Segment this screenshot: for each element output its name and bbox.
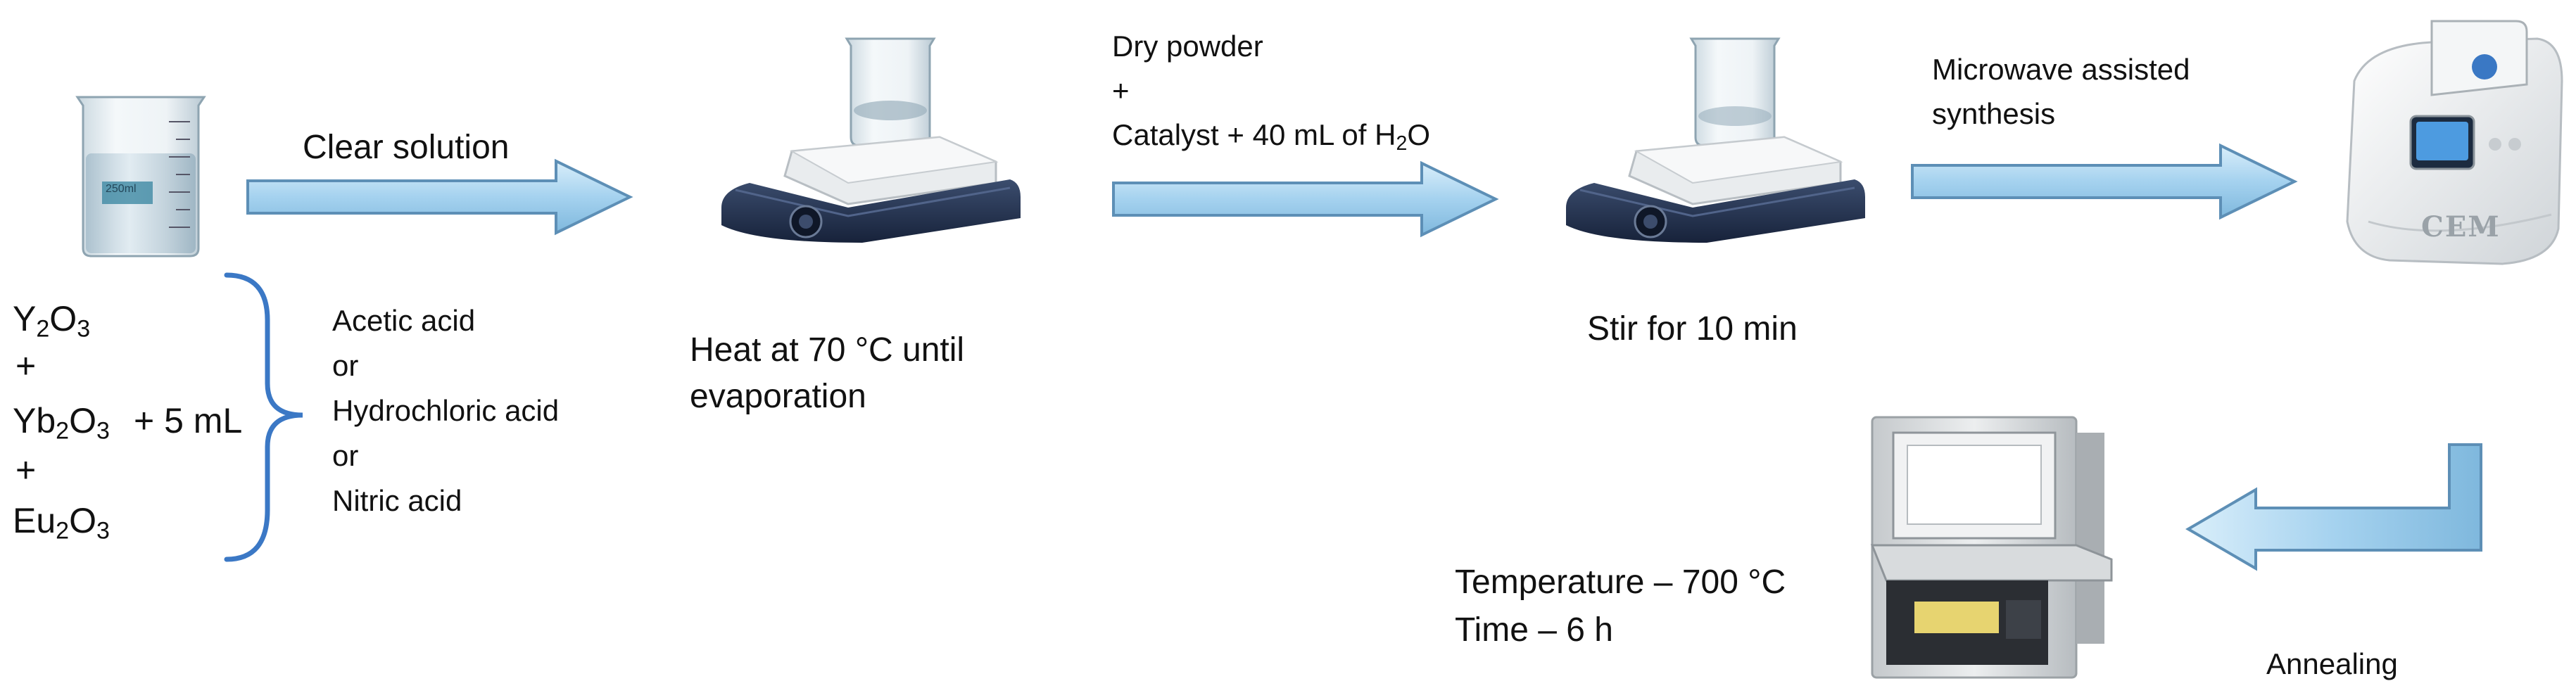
arrow-right-2 — [1112, 160, 1499, 238]
stir-label: Stir for 10 min — [1587, 310, 1798, 348]
reagent-eu2o3: Eu2O3 — [13, 501, 110, 545]
dry-line-1: Dry powder — [1112, 30, 1263, 63]
microwave-line-2: synthesis — [1932, 97, 2056, 130]
reagent-plus-1: + — [15, 346, 37, 386]
arrow-right-3 — [1911, 143, 2298, 220]
curly-brace — [224, 272, 303, 562]
hotplate-2-icon — [1566, 37, 1865, 243]
microwave-reactor-icon — [2346, 20, 2563, 265]
reagent-plus-2: + — [15, 450, 37, 490]
time-label: Time – 6 h — [1455, 611, 1613, 649]
microwave-line-1: Microwave assisted — [1932, 53, 2190, 86]
annealing-label: Annealing — [2266, 647, 2398, 680]
acid-or-1: or — [332, 349, 359, 382]
furnace-icon — [1870, 416, 2113, 679]
acid-or-2: or — [332, 439, 359, 472]
reagent-yb2o3: Yb2O3 — [13, 401, 110, 445]
microwave-brand-logo: CEM — [2421, 210, 2501, 243]
dry-line-3: Catalyst + 40 mL of H2O — [1112, 118, 1431, 155]
acid-hydrochloric: Hydrochloric acid — [332, 394, 560, 427]
arrow-right-1 — [246, 158, 633, 236]
reagent-y2o3: Y2O3 — [13, 299, 91, 343]
arrow-l-shape — [2185, 443, 2482, 571]
dry-line-2: + — [1112, 74, 1130, 107]
reagent-volume: + 5 mL — [134, 401, 243, 440]
label-clear-solution: Clear solution — [303, 129, 510, 166]
acid-acetic: Acetic acid — [332, 304, 476, 337]
heat-line-2: evaporation — [690, 378, 866, 415]
acid-nitric: Nitric acid — [332, 484, 462, 517]
temperature-label: Temperature – 700 °C — [1455, 564, 1786, 601]
heat-line-1: Heat at 70 °C until — [690, 331, 965, 369]
beaker-label: 250ml — [106, 183, 137, 195]
hotplate-1-icon — [721, 37, 1021, 243]
beaker-icon — [75, 96, 206, 258]
